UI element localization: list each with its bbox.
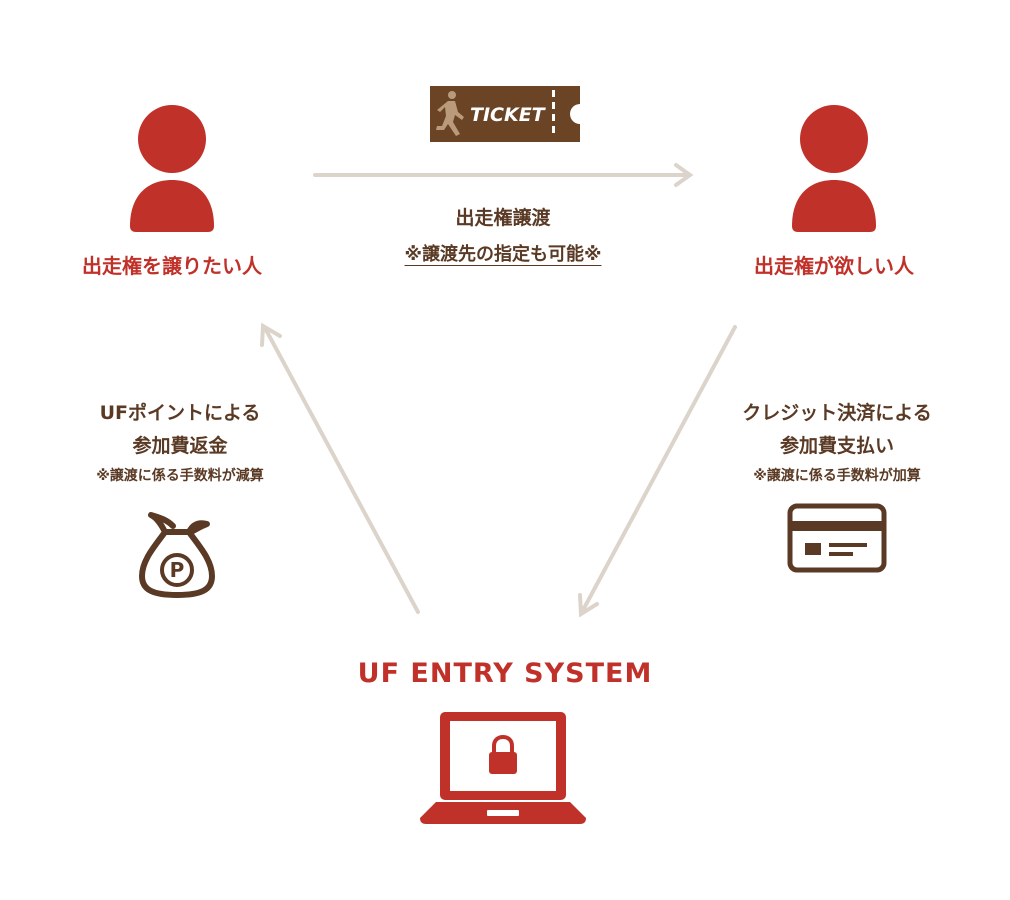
transfer-title: 出走権譲渡 <box>455 207 551 229</box>
locked-laptop-icon <box>420 708 586 828</box>
svg-text:P: P <box>170 558 185 582</box>
ticket-text: TICKET <box>470 104 547 126</box>
refund-note: ※譲渡に係る手数料が減算 <box>96 468 264 484</box>
transfer-note: ※譲渡先の指定も可能※ <box>404 244 602 265</box>
refund-line1: UFポイントによる <box>99 402 261 424</box>
ticket-icon: TICKET <box>430 86 580 142</box>
seller-person-icon <box>128 102 216 232</box>
credit-card-icon <box>787 503 887 573</box>
refund-line2: 参加費返金 <box>132 435 228 457</box>
buyer-person-icon <box>790 102 878 232</box>
arrow-system-to-seller <box>260 322 420 614</box>
system-title: UF ENTRY SYSTEM <box>357 658 653 689</box>
arrow-buyer-to-system <box>578 325 737 618</box>
points-money-bag-icon: P <box>137 510 217 600</box>
payment-note: ※譲渡に係る手数料が加算 <box>753 468 921 484</box>
seller-label: 出走権を譲りたい人 <box>82 254 262 278</box>
payment-line1: クレジット決済による <box>742 402 932 424</box>
buyer-label: 出走権が欲しい人 <box>754 254 914 278</box>
arrow-seller-to-buyer <box>313 163 694 187</box>
payment-line2: 参加費支払い <box>779 435 894 457</box>
runner-icon <box>436 91 464 136</box>
